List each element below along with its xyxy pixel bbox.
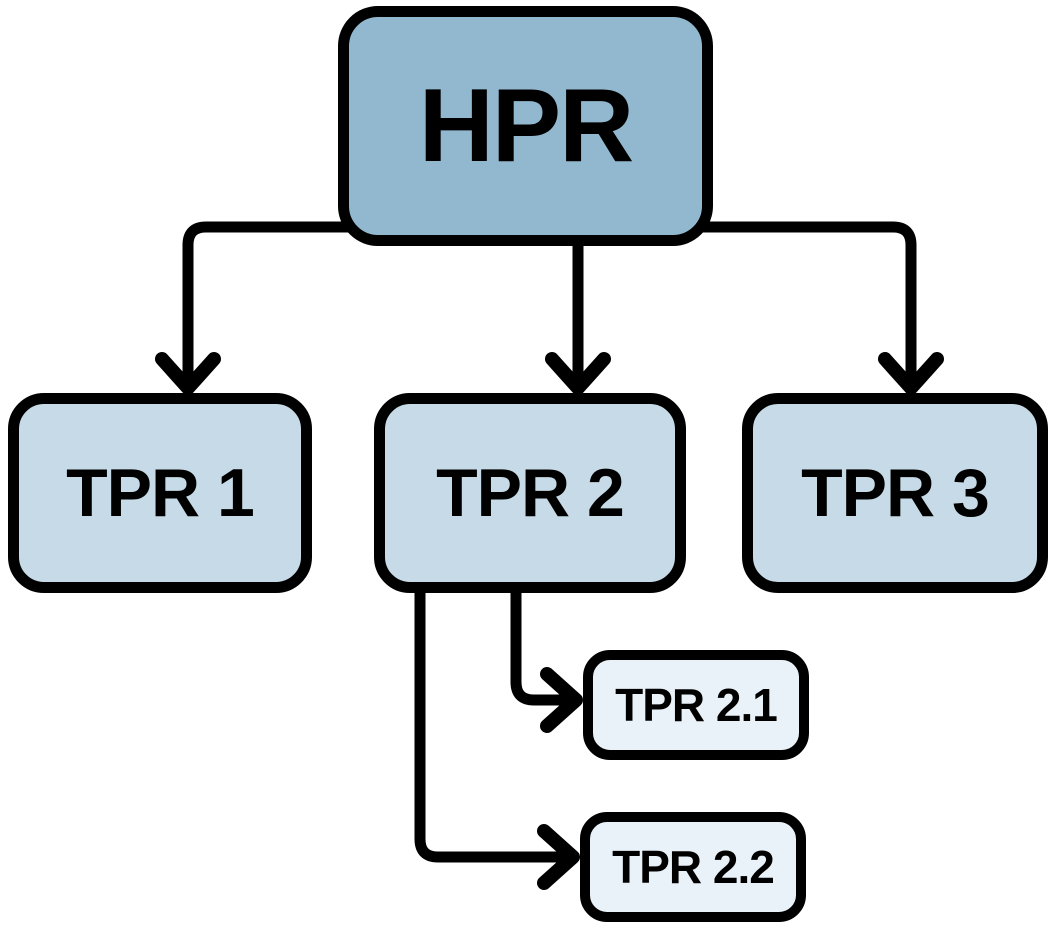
node-hpr-label: HPR	[418, 67, 635, 184]
edge-tpr2-tpr21-arrowhead-icon	[540, 667, 583, 733]
edge-hpr-tpr3-arrowhead-icon	[878, 352, 944, 395]
edge-hpr-tpr2-arrowhead-icon	[545, 352, 611, 395]
edge-tpr2-tpr21-line	[510, 585, 566, 706]
node-tpr2: TPR 2	[374, 393, 686, 593]
edge-hpr-tpr1-line	[182, 221, 350, 384]
node-hpr: HPR	[338, 6, 713, 246]
edge-hpr-tpr3-line	[701, 221, 917, 384]
edge-hpr-to-tpr2	[545, 240, 611, 395]
node-tpr1-label: TPR 1	[66, 455, 255, 531]
node-tpr2-label: TPR 2	[436, 455, 625, 531]
node-tpr22: TPR 2.2	[580, 812, 806, 922]
edge-hpr-to-tpr3	[701, 221, 944, 395]
node-tpr21-label: TPR 2.1	[615, 679, 778, 731]
edge-hpr-tpr1-arrowhead-icon	[155, 352, 221, 395]
node-tpr3: TPR 3	[742, 393, 1048, 593]
edge-tpr2-tpr22-arrowhead-icon	[537, 824, 580, 890]
edge-tpr2-to-tpr22	[414, 585, 580, 890]
edge-tpr2-to-tpr21	[510, 585, 583, 733]
edge-hpr-to-tpr1	[155, 221, 350, 395]
node-tpr1: TPR 1	[8, 393, 312, 593]
node-tpr22-label: TPR 2.2	[612, 841, 775, 893]
node-tpr3-label: TPR 3	[801, 455, 990, 531]
edge-tpr2-tpr22-line	[414, 585, 563, 863]
node-tpr21: TPR 2.1	[583, 650, 809, 760]
